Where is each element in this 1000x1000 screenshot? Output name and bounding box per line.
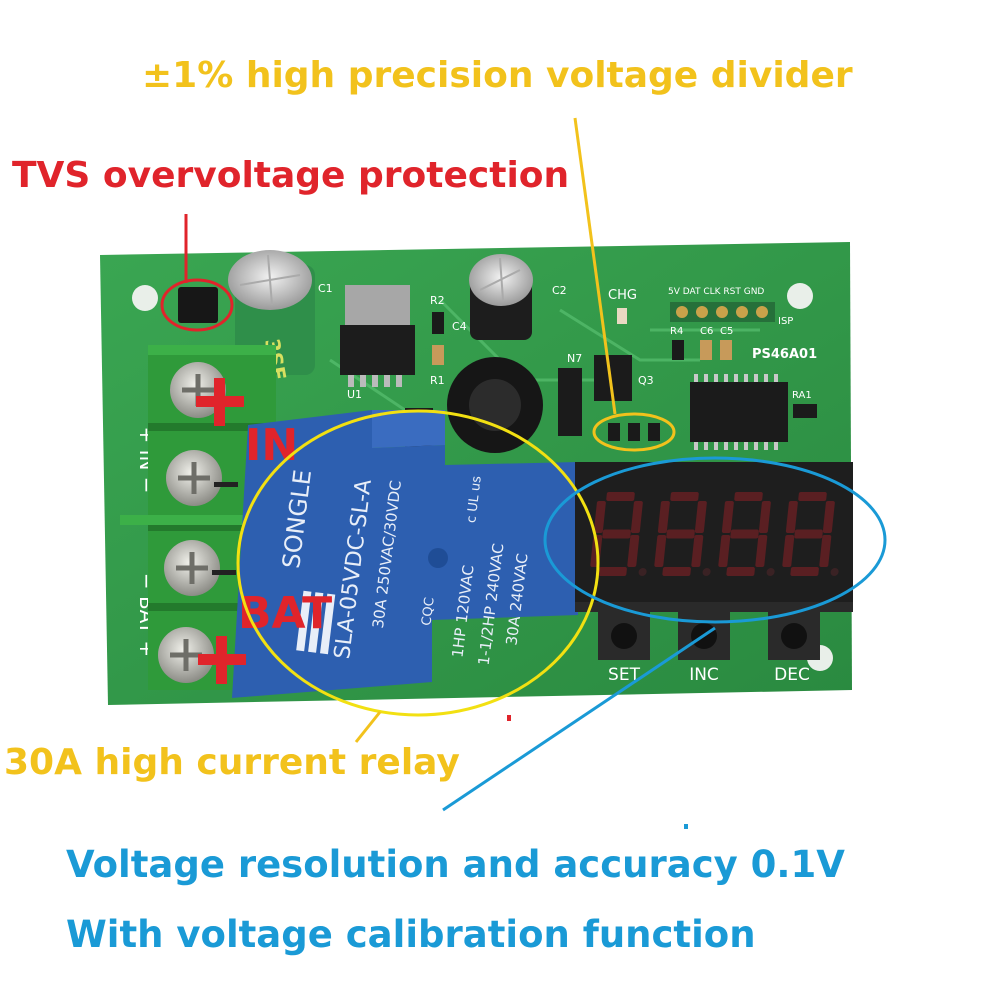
digit-segment: [627, 535, 640, 567]
digit-segment: [598, 567, 627, 576]
digit-segment: [819, 535, 832, 567]
stray-mark: [507, 715, 511, 721]
button-inc-label: INC: [689, 665, 719, 685]
isp-header: [670, 302, 775, 322]
digit-segment: [630, 501, 643, 533]
ref-r2: R2: [430, 294, 445, 307]
button-dec-switch[interactable]: [768, 612, 820, 660]
ref-c6: C6: [700, 326, 713, 337]
display-digit: [654, 492, 711, 576]
ref-n7: N7: [567, 352, 582, 365]
transistor-n7: [558, 368, 582, 436]
ref-r1: R1: [430, 374, 445, 387]
digit-segment: [694, 501, 707, 533]
digit-segment: [758, 501, 771, 533]
resistor-r2: [432, 312, 444, 334]
relay-highlight-ellipse: [236, 409, 600, 717]
chg-led: [617, 308, 627, 324]
tvs-diode: [178, 287, 218, 323]
digit-decimal-point: [766, 568, 775, 576]
button-set-switch[interactable]: [598, 612, 650, 660]
digit-segment: [606, 492, 635, 501]
resistor-r4: [672, 340, 684, 360]
board-model: PS46A01: [752, 347, 817, 362]
ref-r4: R4: [670, 326, 683, 337]
isp-pin-labels: 5V DAT CLK RST GND: [668, 287, 764, 297]
relay-logo: [296, 590, 336, 655]
ref-c4: C4: [452, 320, 467, 333]
digit-segment: [755, 535, 768, 567]
ref-q3: Q3: [638, 374, 654, 387]
capacitor-c2: [469, 254, 533, 340]
digit-segment: [657, 501, 670, 533]
divider-highlight-ellipse: [592, 412, 676, 452]
plus-mark-bat: [198, 636, 246, 684]
digit-segment: [782, 535, 795, 567]
relay-cqc-mark: CQC: [419, 597, 437, 627]
digit-segment: [593, 501, 606, 533]
capacitor-c5: [720, 340, 732, 360]
ref-c1: C1: [318, 282, 333, 295]
caption-tvs-protection: TVS overvoltage protection: [12, 155, 570, 196]
capacitor-c4: [432, 345, 444, 365]
digit-segment: [691, 535, 704, 567]
digit-segment: [654, 535, 667, 567]
terminal-screws: [158, 362, 226, 683]
relay-ul-mark: c UL us: [464, 475, 485, 524]
digit-decimal-point: [702, 568, 711, 576]
microcontroller-chip: [690, 374, 788, 450]
mounting-hole: [132, 285, 158, 311]
digit-segment: [718, 535, 731, 567]
ref-ra1: RA1: [792, 390, 812, 401]
relay-leader-line: [354, 711, 382, 743]
display-digits: [590, 492, 839, 576]
tvs-highlight-ellipse: [160, 278, 234, 332]
display-digit: [782, 492, 839, 576]
minus-mark-bat: [212, 570, 236, 575]
resistor-array-ra1: [793, 404, 817, 418]
stray-mark: [684, 824, 688, 829]
digit-segment: [721, 501, 734, 533]
button-set-label: SET: [608, 665, 641, 685]
digit-segment: [734, 492, 763, 501]
ref-c2: C2: [552, 284, 567, 297]
capacitor-c6: [700, 340, 712, 360]
digit-segment: [666, 529, 695, 539]
ref-c5: C5: [720, 326, 733, 337]
button-dec-label: DEC: [774, 665, 810, 685]
ref-u1: U1: [347, 388, 362, 401]
digit-segment: [730, 529, 759, 539]
display-digit: [718, 492, 775, 576]
digit-segment: [790, 567, 819, 576]
display-leader-line: [442, 626, 716, 812]
isp-label: ISP: [778, 316, 793, 327]
divider-leader-line: [573, 117, 617, 415]
regulator-u1: [340, 285, 415, 387]
digit-segment: [794, 529, 823, 539]
mounting-hole: [787, 283, 813, 309]
caption-voltage-resolution: Voltage resolution and accuracy 0.1V: [66, 843, 845, 886]
digit-segment: [798, 492, 827, 501]
digit-segment: [602, 529, 631, 539]
plus-mark-in: [196, 378, 244, 426]
divider-resistors: [608, 423, 660, 441]
caption-calibration: With voltage calibration function: [66, 913, 756, 956]
caption-relay: 30A high current relay: [4, 742, 460, 783]
digit-segment: [670, 492, 699, 501]
terminal-label-in: IN: [245, 420, 298, 471]
display-digit: [590, 492, 647, 576]
display-highlight-ellipse: [543, 456, 887, 624]
digit-segment: [662, 567, 691, 576]
chg-label: CHG: [608, 288, 637, 303]
digit-decimal-point: [638, 568, 647, 576]
minus-mark-in: [214, 482, 238, 487]
digit-decimal-point: [830, 568, 839, 576]
terminal-label-bat: BAT: [238, 588, 332, 639]
digit-segment: [785, 501, 798, 533]
digit-segment: [726, 567, 755, 576]
digit-segment: [822, 501, 835, 533]
caption-voltage-divider: ±1% high precision voltage divider: [142, 55, 853, 96]
